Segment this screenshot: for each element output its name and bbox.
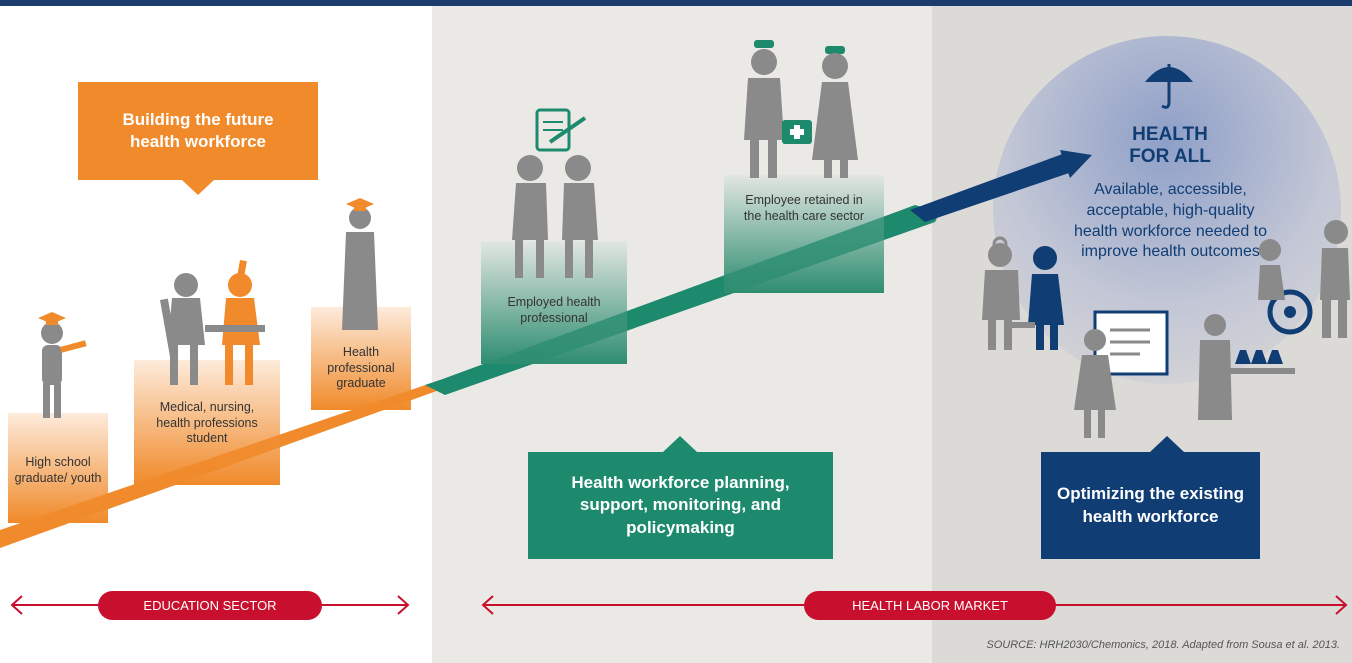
student-figure-gray xyxy=(160,273,205,385)
teacher-figure xyxy=(1074,329,1116,438)
callout-building-text: Building the future health workforce xyxy=(122,109,274,151)
step-highschool-label: High school graduate/ youth xyxy=(14,455,102,485)
top-bar xyxy=(0,0,1352,6)
step-employed: Employed health professional xyxy=(481,241,627,364)
step-highschool: High school graduate/ youth xyxy=(8,413,108,523)
document-icon xyxy=(535,108,587,152)
health-for-all-title-line2: FOR ALL xyxy=(1129,145,1211,167)
callout-planning: Health workforce planning, support, moni… xyxy=(528,452,833,559)
wheelchair-icon xyxy=(1258,239,1313,335)
stool xyxy=(1005,322,1035,328)
callout-optimizing: Optimizing the existing health workforce xyxy=(1041,452,1260,559)
source-note: SOURCE: HRH2030/Chemonics, 2018. Adapted… xyxy=(986,639,1340,651)
graduation-cap-icon xyxy=(38,312,66,325)
health-labor-market-banner: HEALTH LABOR MARKET xyxy=(804,591,1056,620)
callout-building: Building the future health workforce xyxy=(78,82,318,180)
umbrella-icon xyxy=(1145,64,1193,109)
education-sector-banner: EDUCATION SECTOR xyxy=(98,591,322,620)
callout-orange-pointer xyxy=(182,180,214,195)
ramp-arrowhead xyxy=(1060,150,1092,178)
callout-planning-text: Health workforce planning, support, moni… xyxy=(571,473,790,537)
graduation-cap-icon xyxy=(346,198,374,211)
lab-flask-icon xyxy=(1235,350,1283,364)
health-for-all-title: HEALTH FOR ALL xyxy=(1120,124,1220,168)
callout-green-pointer xyxy=(663,436,697,452)
health-for-all-title-line1: HEALTH xyxy=(1132,124,1208,145)
step-retained: Employee retained in the health care sec… xyxy=(724,175,884,293)
caregiver-figure xyxy=(1320,220,1350,338)
step-retained-label: Employee retained in the health care sec… xyxy=(743,193,865,223)
lab-worker-figure xyxy=(1198,314,1232,420)
health-for-all-description: Available, accessible, acceptable, high-… xyxy=(1073,181,1267,261)
step-employed-label: Employed health professional xyxy=(507,295,601,325)
patient-figure xyxy=(1028,246,1064,350)
health-worker-male-figure xyxy=(744,40,784,178)
callout-blue-pointer xyxy=(1150,436,1184,452)
graduate-figure xyxy=(342,207,378,330)
doctor-figure xyxy=(982,243,1020,350)
step-graduate-label: Health professional graduate xyxy=(327,345,395,391)
handshake-icon xyxy=(512,155,598,278)
lab-table xyxy=(1205,368,1295,374)
ramp-navy-segment xyxy=(910,152,1090,222)
medical-kit-icon xyxy=(782,120,812,144)
step-student: Medical, nursing, health professions stu… xyxy=(134,360,280,485)
youth-figure xyxy=(41,322,87,418)
stethoscope-icon xyxy=(992,236,1008,252)
health-worker-female-figure xyxy=(812,46,858,178)
student-figure-orange xyxy=(205,260,265,385)
callout-optimizing-text: Optimizing the existing health workforce xyxy=(1056,484,1244,526)
step-student-label: Medical, nursing, health professions stu… xyxy=(156,400,258,446)
